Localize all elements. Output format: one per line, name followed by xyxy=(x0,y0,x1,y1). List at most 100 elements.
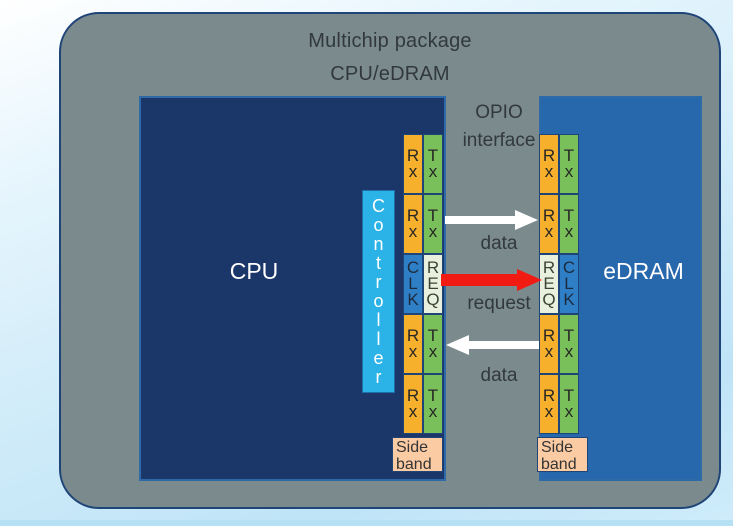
cpu-die: CPU xyxy=(139,96,446,481)
phy-cell-char: T xyxy=(563,386,575,405)
phy-cell-char: R xyxy=(542,258,556,277)
controller-letter: n xyxy=(373,233,384,254)
request-label: request xyxy=(467,293,531,314)
phy-cell-char: R xyxy=(406,206,420,225)
data-bottom-arrow xyxy=(446,335,539,355)
sideband-block-cpu: Side band xyxy=(392,437,443,473)
data-bottom-label: data xyxy=(480,365,518,386)
phy-cell-char: R xyxy=(406,146,420,165)
phy-cell-char: x xyxy=(408,162,418,181)
sideband-line2: band xyxy=(541,456,577,473)
sideband-line2: band xyxy=(396,456,432,473)
phy-cell-char: x xyxy=(428,342,438,361)
phy-cell-char: K xyxy=(407,290,419,309)
controller-letter: l xyxy=(376,309,381,330)
phy-cell-char: x xyxy=(428,402,438,421)
data-top-label: data xyxy=(480,233,518,254)
phy-cell-char: x xyxy=(544,342,554,361)
phy-cell-char: R xyxy=(406,386,420,405)
phy-cell-char: x xyxy=(564,342,574,361)
phy-cell-char: T xyxy=(563,146,575,165)
phy-cell-char: Q xyxy=(426,290,440,309)
controller-letter: o xyxy=(373,214,384,235)
phy-cell-char: R xyxy=(542,206,556,225)
phy-cell-char: x xyxy=(564,222,574,241)
package-title: Multichip package xyxy=(308,30,472,52)
phy-cell-char: x xyxy=(408,402,418,421)
sideband-block-edram: Side band xyxy=(537,437,588,473)
phy-cell-char: T xyxy=(427,386,439,405)
controller-letter: l xyxy=(376,328,381,349)
phy-cell-char: x xyxy=(428,162,438,181)
slide-bottom-edge xyxy=(0,520,733,526)
phy-cell-char: R xyxy=(426,258,440,277)
phy-cell-char: L xyxy=(564,274,574,293)
sideband-line1: Side xyxy=(541,439,574,456)
phy-cell-char: Q xyxy=(542,290,556,309)
controller-letter: C xyxy=(372,195,385,216)
phy-cell-char: T xyxy=(427,146,439,165)
opio-label-line1: OPIO xyxy=(475,102,523,123)
controller-letter: r xyxy=(375,271,382,292)
phy-cell-char: x xyxy=(544,222,554,241)
request-arrow xyxy=(441,269,542,291)
phy-cell-char: C xyxy=(562,258,576,277)
phy-cell-char: x xyxy=(564,402,574,421)
phy-cell-char: T xyxy=(563,326,575,345)
cpu-label: CPU xyxy=(229,258,279,284)
edram-label: eDRAM xyxy=(603,258,684,284)
phy-cell-char: K xyxy=(563,290,575,309)
phy-cell-char: E xyxy=(427,274,439,293)
phy-cell-char: x xyxy=(428,222,438,241)
sideband-line1: Side xyxy=(396,439,429,456)
phy-cell-char: R xyxy=(542,386,556,405)
phy-cell-char: R xyxy=(406,326,420,345)
interface-title: CPU/eDRAM xyxy=(330,63,450,85)
phy-cell-char: T xyxy=(427,326,439,345)
phy-cell-char: R xyxy=(542,326,556,345)
controller-letter: o xyxy=(373,290,384,311)
phy-cell-char: x xyxy=(544,162,554,181)
data-top-arrow xyxy=(445,210,538,230)
phy-cell-char: C xyxy=(406,258,420,277)
phy-cell-char: R xyxy=(542,146,556,165)
phy-cell-char: T xyxy=(427,206,439,225)
phy-cell-char: x xyxy=(544,402,554,421)
controller-letter: t xyxy=(375,252,381,273)
controller-letter: r xyxy=(375,366,382,387)
phy-cell-char: x xyxy=(564,162,574,181)
phy-cell-char: x xyxy=(408,222,418,241)
